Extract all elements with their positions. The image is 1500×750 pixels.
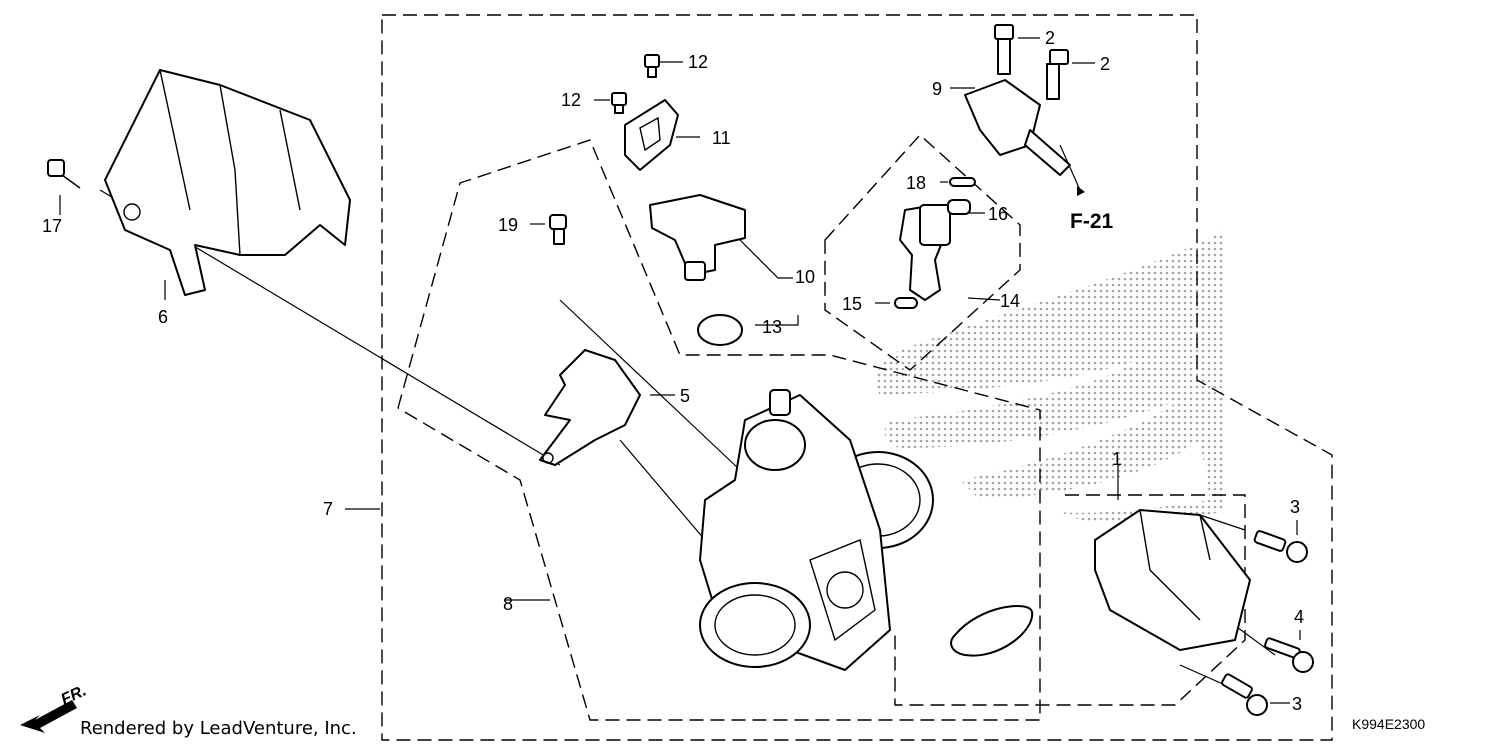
callout-9: 9	[932, 79, 942, 99]
group-outline-14	[824, 134, 1021, 371]
callout-16: 16	[988, 204, 1008, 224]
watermark-wing	[876, 230, 1225, 522]
callout-18: 18	[906, 173, 926, 193]
bracket-part-5	[539, 349, 641, 466]
callout-17: 17	[42, 216, 62, 236]
bolt-part-4	[1264, 637, 1314, 673]
bolt-part-2-b	[1046, 49, 1069, 100]
screw-part-12-b	[611, 92, 627, 114]
front-indicator-label: FR.	[59, 682, 90, 708]
group-outline-1	[894, 494, 1246, 706]
callout-12-b: 12	[561, 90, 581, 110]
callout-4: 4	[1294, 607, 1304, 627]
reference-label: F-21	[1070, 210, 1114, 233]
seal-part-18	[949, 177, 976, 187]
callout-5: 5	[680, 386, 690, 406]
callout-19: 19	[498, 215, 518, 235]
bolt-part-2-a	[994, 24, 1014, 75]
screw-part-17	[47, 159, 81, 189]
sensor-part-10	[649, 194, 746, 281]
screw-part-12-a	[644, 54, 660, 78]
callout-3-top: 3	[1290, 497, 1300, 517]
callout-8: 8	[503, 594, 513, 614]
callout-1: 1	[1112, 449, 1122, 469]
callout-14: 14	[1000, 291, 1020, 311]
sensor-part-9	[964, 79, 1071, 176]
callout-3-bottom: 3	[1292, 694, 1302, 714]
front-arrow-icon: FR.	[20, 682, 89, 733]
callout-15: 15	[842, 294, 862, 314]
arrow-head	[1077, 186, 1085, 196]
seal-part-16	[947, 199, 971, 215]
throttle-body	[699, 389, 934, 671]
assembly-frame	[381, 14, 1333, 741]
sensor-unit-part-1	[950, 509, 1251, 657]
bolt-part-3-bottom	[1221, 673, 1268, 716]
callout-7: 7	[323, 499, 333, 519]
o-ring-part-13	[697, 314, 743, 346]
callout-11: 11	[712, 128, 731, 148]
callout-13: 13	[762, 317, 782, 337]
group-outline-8	[397, 139, 1041, 721]
drawing-code: K994E2300	[1352, 716, 1426, 732]
callout-10: 10	[795, 267, 815, 287]
callout-6: 6	[158, 307, 168, 327]
seal-part-15	[894, 297, 918, 309]
credit-text: Rendered by LeadVenture, Inc.	[80, 718, 357, 739]
bolt-part-3-top	[1253, 530, 1308, 563]
callout-2-b: 2	[1100, 54, 1110, 74]
callout-2-a: 2	[1045, 28, 1055, 48]
screw-part-19	[549, 214, 567, 245]
heat-guard-part-6	[104, 69, 351, 296]
callout-12-a: 12	[688, 52, 708, 72]
plate-part-11	[624, 99, 679, 171]
injector-part-14	[899, 204, 951, 301]
